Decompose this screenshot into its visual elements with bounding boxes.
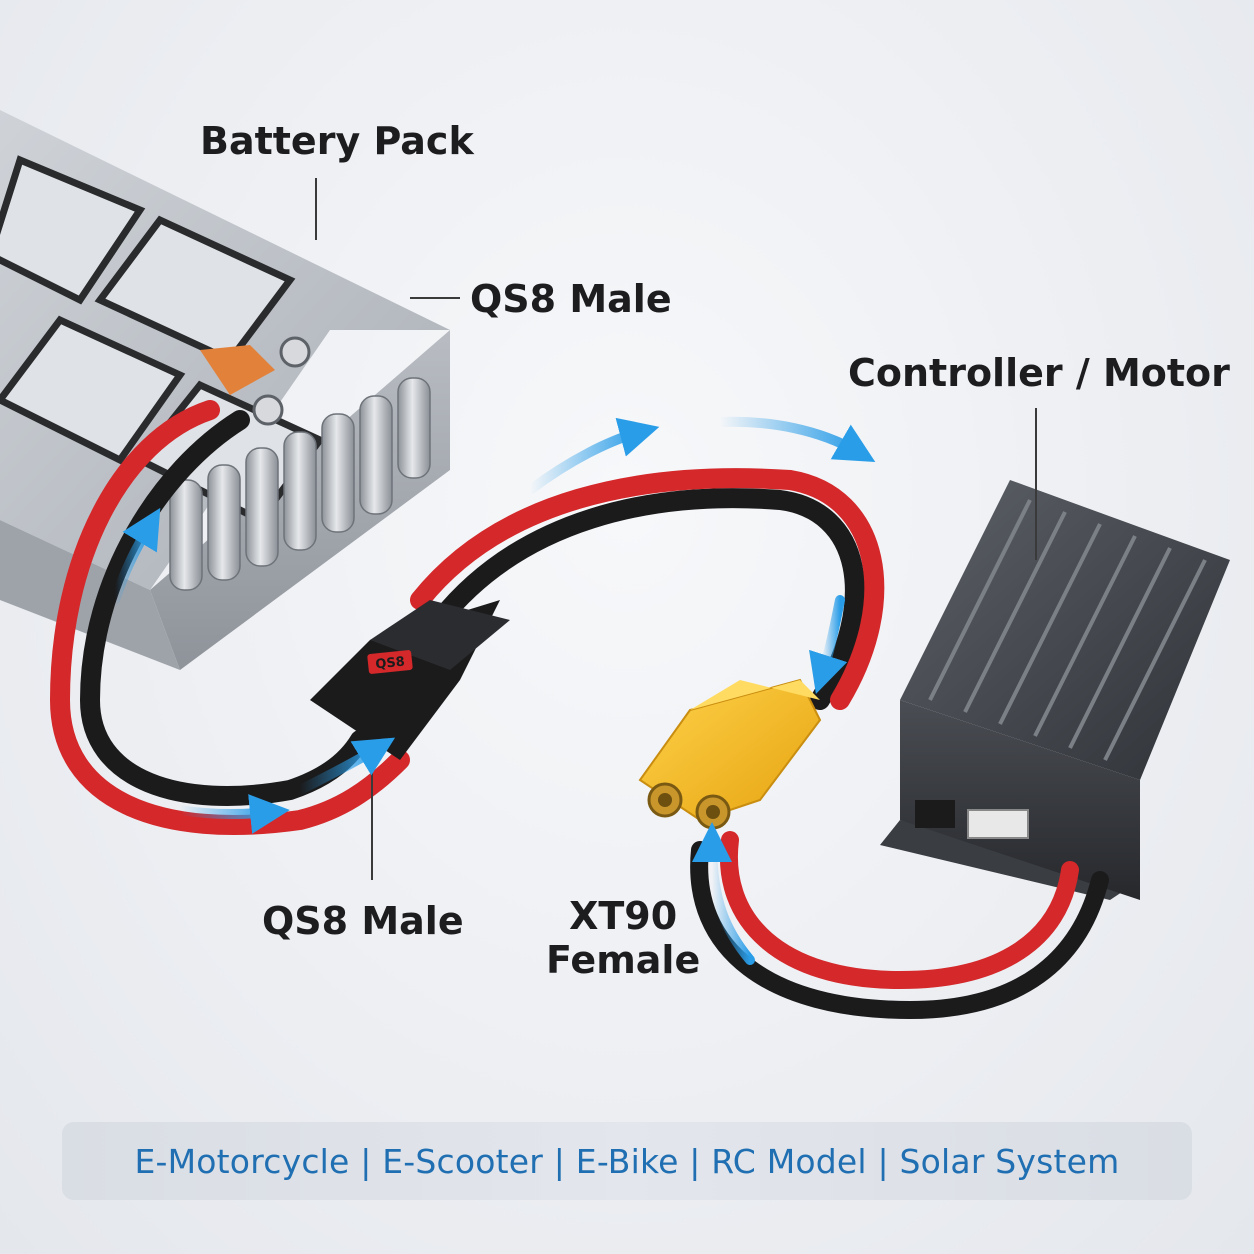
xt90-label-line2: Female (546, 937, 701, 982)
current-flow-arrows (110, 416, 876, 965)
controller-motor-label: Controller / Motor (848, 351, 1230, 395)
flow-arrow (715, 416, 876, 463)
qs8-male-bottom-label: QS8 Male (262, 899, 464, 943)
xt90-label-line1: XT90 (569, 894, 678, 938)
flow-arrow (525, 417, 660, 495)
flow-arrow (295, 737, 396, 795)
controller-unit (880, 408, 1230, 900)
qs8-male-top-label: QS8 Male (470, 277, 672, 321)
flow-arrow (809, 595, 848, 695)
qs8-connector: QS8 (310, 600, 510, 880)
xt90-female-label: XT90 Female (546, 894, 701, 982)
xt90-connector (638, 678, 822, 830)
flow-arrow (175, 794, 290, 834)
flow-arrow (110, 507, 161, 605)
battery-pack-label: Battery Pack (200, 119, 474, 163)
usage-bar: E-Motorcycle | E-Scooter | E-Bike | RC M… (62, 1122, 1192, 1200)
qs8-marking: QS8 (375, 654, 406, 672)
usage-list: E-Motorcycle | E-Scooter | E-Bike | RC M… (134, 1141, 1120, 1181)
flow-arrow (692, 822, 755, 965)
